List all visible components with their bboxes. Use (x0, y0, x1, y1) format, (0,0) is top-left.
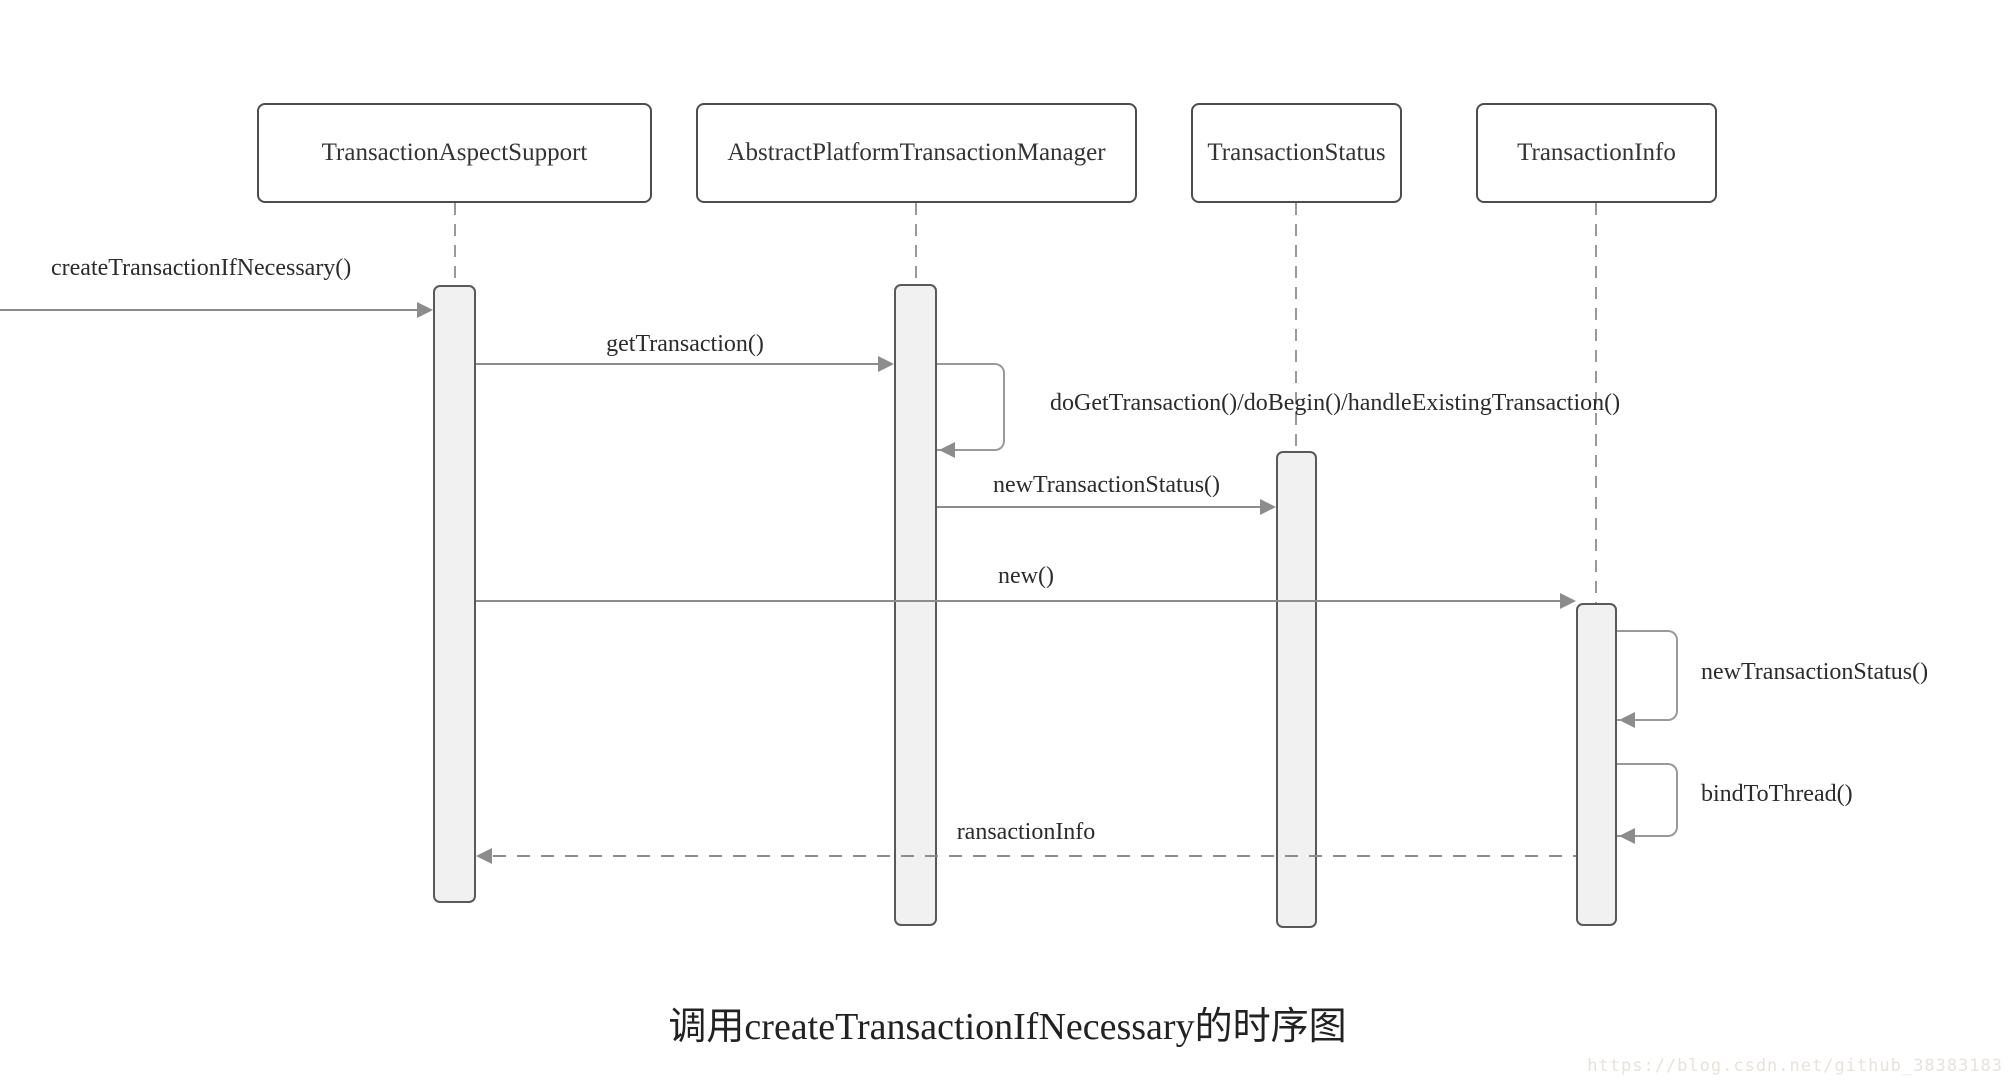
arrowhead-do-get-transaction (939, 442, 955, 458)
arrowhead-create-transaction-if-necessary (417, 302, 433, 318)
message-line-new-transaction-status (937, 506, 1262, 508)
activation-abstract-platform-transaction-manager (894, 284, 937, 926)
watermark-url: https://blog.csdn.net/github_38383183 (1587, 1056, 2003, 1076)
actor-label-transaction-info: TransactionInfo (1517, 139, 1676, 166)
self-loop-do-get-transaction (937, 363, 1005, 451)
message-label-create-transaction-if-necessary: createTransactionIfNecessary() (51, 255, 352, 281)
activation-transaction-status (1276, 451, 1317, 928)
lifeline-transaction-info (1595, 203, 1597, 605)
self-loop-new-transaction-status-info (1617, 630, 1678, 721)
actor-box-abstract-platform-transaction-manager: AbstractPlatformTransactionManager (696, 103, 1137, 203)
self-loop-bind-to-thread (1617, 763, 1678, 837)
message-label-new: new() (998, 563, 1054, 589)
message-label-bind-to-thread: bindToThread() (1701, 781, 1853, 807)
message-label-new-transaction-status: newTransactionStatus() (992, 472, 1221, 498)
lifeline-abstract-platform-transaction-manager (915, 203, 917, 286)
message-line-return-transaction-info (493, 855, 1576, 857)
arrowhead-new-transaction-status-info (1619, 712, 1635, 728)
lifeline-transaction-status (1295, 203, 1297, 453)
message-label-return-transaction-info: ransactionInfo (956, 819, 1096, 845)
arrowhead-return-transaction-info (476, 848, 492, 864)
message-label-new-transaction-status-info: newTransactionStatus() (1701, 659, 1929, 685)
activation-transaction-aspect-support (433, 285, 476, 903)
arrowhead-bind-to-thread (1619, 828, 1635, 844)
message-line-get-transaction (476, 363, 880, 365)
arrowhead-new-transaction-status (1260, 499, 1276, 515)
arrowhead-get-transaction (878, 356, 894, 372)
message-line-create-transaction-if-necessary (0, 309, 419, 311)
lifeline-transaction-aspect-support (454, 203, 456, 287)
actor-label-abstract-platform-transaction-manager: AbstractPlatformTransactionManager (727, 139, 1106, 166)
actor-box-transaction-info: TransactionInfo (1476, 103, 1717, 203)
actor-box-transaction-aspect-support: TransactionAspectSupport (257, 103, 652, 203)
diagram-title: 调用createTransactionIfNecessary的时序图 (668, 1006, 1347, 1048)
activation-transaction-info (1576, 603, 1617, 926)
actor-label-transaction-aspect-support: TransactionAspectSupport (321, 139, 588, 166)
message-label-do-get-transaction: doGetTransaction()/doBegin()/handleExist… (1050, 390, 1621, 416)
message-label-get-transaction: getTransaction() (606, 331, 764, 357)
actor-box-transaction-status: TransactionStatus (1191, 103, 1402, 203)
arrowhead-new (1560, 593, 1576, 609)
message-line-new (476, 600, 1562, 602)
actor-label-transaction-status: TransactionStatus (1207, 139, 1386, 166)
